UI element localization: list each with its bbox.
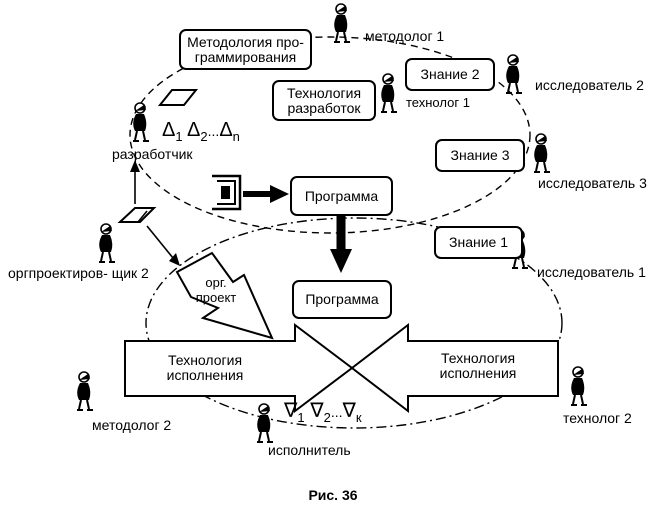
researcher-2-icon: [505, 54, 523, 94]
delta-sequence: Δ1 Δ2...Δn: [162, 119, 240, 148]
arrow-program-down: [330, 214, 352, 273]
executor-icon: [256, 403, 274, 443]
execution-technology-left-arrow: [124, 322, 354, 414]
methodologist-2-icon: [76, 371, 94, 411]
development-technology-box: Технология разработок: [272, 80, 376, 121]
knowledge-2-box: Знание 2: [405, 58, 495, 91]
org-designer-tool-icon: [117, 207, 157, 223]
program-box-top: Программа: [290, 176, 393, 216]
nabla-subscript-2: 2: [323, 410, 331, 425]
nabla-symbol-k: ∇: [342, 400, 356, 422]
delta-symbol-2: Δ: [187, 119, 201, 141]
org-designer-arrow: [146, 225, 180, 266]
figure-caption: Рис. 36: [308, 487, 358, 503]
programming-methodology-box: Методология про- граммирования: [179, 29, 312, 70]
org-designer-2-icon: [98, 223, 116, 263]
nabla-subscript-1: 1: [297, 410, 305, 425]
nabla-symbol-2: ∇: [310, 400, 324, 422]
developer-label: разработчик: [112, 146, 193, 162]
delta-symbol-1: Δ: [162, 119, 176, 141]
technologist-2-label: технолог 2: [563, 410, 632, 426]
delta-subscript-n: n: [232, 129, 240, 144]
researcher-3-label: исследователь 3: [538, 175, 647, 191]
nabla-dots: ...: [330, 404, 343, 420]
researcher-1-label: исследователь 1: [537, 264, 646, 280]
program-box-bottom: Программа: [292, 280, 392, 319]
upper-cycle-ellipse: [129, 36, 531, 234]
lower-cycle-ellipse: [145, 217, 563, 429]
org-project-arrow: [175, 251, 274, 340]
researcher-2-label: исследователь 2: [535, 77, 644, 93]
technologist-1-label: технолог 1: [406, 95, 470, 110]
methodologist-2-label: методолог 2: [92, 417, 172, 433]
researcher-3-icon: [533, 133, 551, 173]
nabla-subscript-k: к: [355, 410, 362, 425]
methodologist-1-label: методолог 1: [365, 28, 445, 44]
program-source-icon: [212, 174, 242, 211]
developer-org-link-arrow: [130, 160, 140, 204]
execution-technology-right-arrow: [350, 322, 559, 414]
delta-subscript-1: 1: [175, 129, 183, 144]
nabla-symbol-1: ∇: [284, 400, 298, 422]
knowledge-3-box: Знание 3: [435, 139, 525, 172]
developer-icon: [132, 102, 150, 142]
org-project-label: орг. проект: [195, 275, 237, 305]
delta-dots: ...: [207, 123, 220, 139]
arrow-to-program: [243, 185, 289, 203]
delta-subscript-2: 2: [200, 129, 208, 144]
execution-technology-left-label: Технология исполнения: [166, 352, 244, 383]
execution-technology-right-label: Технология исполнения: [439, 350, 517, 381]
developer-tool-icon: [157, 89, 199, 106]
org-designer-2-label: оргпроектиров- щик 2: [8, 265, 149, 281]
technologist-1-icon: [380, 73, 398, 113]
methodologist-1-icon: [333, 3, 351, 43]
executor-label: исполнитель: [268, 442, 351, 458]
delta-symbol-n: Δ: [219, 119, 233, 141]
knowledge-1-box: Знание 1: [434, 226, 523, 259]
technologist-2-icon: [570, 366, 588, 406]
nabla-sequence: ∇1 ∇2...∇к: [284, 400, 362, 429]
